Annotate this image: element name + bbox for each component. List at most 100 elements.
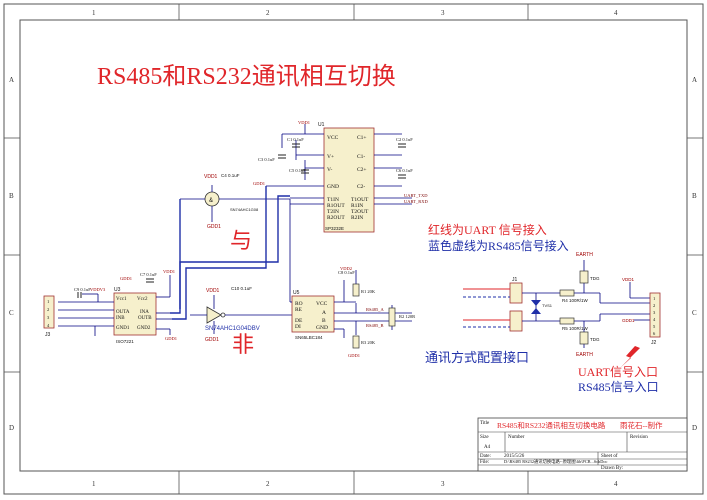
svg-text:4: 4 bbox=[653, 317, 656, 322]
svg-text:1: 1 bbox=[653, 296, 655, 301]
tb-title-label: Title bbox=[480, 421, 490, 426]
u3-type: ISO7221 bbox=[116, 339, 134, 344]
earth-bottom-label: EARTH bbox=[576, 352, 593, 358]
u1-pin-t1in: T1IN bbox=[327, 197, 339, 203]
u5-pin-vcc: VCC bbox=[316, 301, 328, 307]
u5-pin-de: DE bbox=[295, 318, 303, 324]
u1-pin-vcc: VCC bbox=[327, 135, 339, 141]
u3-vdd1-label: VDD1 bbox=[163, 269, 175, 274]
c9-label: C9 0.1uF bbox=[74, 287, 91, 292]
j3-designator: J3 bbox=[45, 332, 51, 338]
r5-label: R5 100R/1W bbox=[562, 326, 589, 331]
tb-size-label: Size bbox=[480, 435, 489, 440]
tb-date-label: Date: bbox=[480, 454, 491, 459]
u5-rs485a-label: RS485_A bbox=[366, 307, 385, 312]
row-label-a: A bbox=[9, 76, 14, 84]
col-label-3: 3 bbox=[441, 9, 445, 17]
outer-frame bbox=[3, 3, 704, 495]
earth-top-label: EARTH bbox=[576, 252, 593, 258]
u5-pin-re: RE bbox=[295, 307, 303, 313]
diagram-title: RS485和RS232通讯相互切换 bbox=[97, 63, 396, 90]
col-label-4: 4 bbox=[614, 9, 618, 17]
u3-pin-gnd1: GND1 bbox=[116, 326, 130, 331]
u1-designator: U1 bbox=[318, 122, 325, 128]
c1-label: C1 0.1uF bbox=[287, 137, 304, 142]
tvs-label: TVS1 bbox=[542, 303, 553, 308]
u1-pin-r2in: R2IN bbox=[351, 215, 363, 221]
u3-iso7221: Vcc1 Vcc2 OUTA INB INA OUTB GND1 GND2 U3… bbox=[113, 287, 157, 344]
u5-pin-ro: RO bbox=[295, 301, 303, 307]
u1-pin-r1in: R1IN bbox=[351, 203, 363, 209]
svg-text:3: 3 bbox=[653, 310, 656, 315]
r1-label: R1 20K bbox=[361, 289, 376, 294]
and-label: 与 bbox=[230, 228, 252, 253]
u3-wiring bbox=[58, 275, 172, 336]
svg-text:5: 5 bbox=[653, 324, 656, 329]
surge-protectors: TDG TDG EARTH EARTH bbox=[576, 252, 600, 358]
row-label-a-right: A bbox=[692, 76, 697, 84]
tvs-diode: TVS1 bbox=[531, 300, 553, 314]
u3-pin-gnd2: GND2 bbox=[137, 326, 151, 331]
r3-label: R3 20K bbox=[361, 340, 376, 345]
blue-line-note: 蓝色虚线为RS485信号接入 bbox=[428, 238, 569, 253]
u3-pin-outa: OUTA bbox=[116, 310, 130, 315]
u5-resistors bbox=[352, 283, 396, 349]
u1-pin-t2in: T2IN bbox=[327, 209, 339, 215]
c7-label: C7 0.1uF bbox=[140, 272, 157, 277]
u3-pin-ina: INA bbox=[140, 310, 149, 315]
svg-text:4: 4 bbox=[47, 323, 50, 328]
u1-pin-t1out: T1OUT bbox=[351, 197, 369, 203]
j2-gdd1-label: GDD1 bbox=[622, 318, 635, 323]
row-label-c: C bbox=[9, 309, 14, 317]
u3-labels: C9 0.1uF C7 0.1uF VDDV3 VDD1 GDD1 GDD1 bbox=[74, 269, 177, 341]
svg-text:3: 3 bbox=[47, 315, 50, 320]
row-label-d-right: D bbox=[692, 424, 697, 432]
zone-labels: 1 2 3 4 1 2 3 4 A B C D A B C D bbox=[9, 9, 697, 488]
u1-sp3232e: VCC V+ V- GND T1IN R1OUT T2IN R2OUT C1+ … bbox=[318, 122, 375, 233]
u5-pin-gnd: GND bbox=[316, 325, 328, 331]
u1-pin-r2out: R2OUT bbox=[327, 215, 345, 221]
u3-designator: U3 bbox=[114, 287, 121, 293]
svg-text:&: & bbox=[209, 198, 213, 204]
row-label-c-right: C bbox=[692, 309, 697, 317]
u2-type: SN74AHC1G08 bbox=[230, 207, 259, 212]
u1-uart-tx-label: UART_TXD bbox=[404, 193, 428, 198]
tb-revision-label: Revision bbox=[630, 435, 648, 440]
r2-label: R2 120R bbox=[399, 314, 415, 319]
u4-type: SN74AHC1G04DBV bbox=[205, 326, 260, 332]
u3-gdd1-bottom: GDD1 bbox=[165, 336, 177, 341]
tdg-bottom-label: TDG bbox=[590, 337, 600, 342]
u1-vdd1-label: VDD1 bbox=[298, 120, 310, 125]
uart-red-lines bbox=[463, 288, 510, 321]
c5-label: C5 0.1uF bbox=[289, 168, 306, 173]
j2-connector: 123 456 J2 GDD1 VDD1 bbox=[622, 277, 661, 346]
svg-text:2: 2 bbox=[653, 303, 655, 308]
u1-pin-c2p: C2+ bbox=[357, 167, 367, 173]
col-label-1-bottom: 1 bbox=[92, 480, 96, 488]
svg-text:6: 6 bbox=[653, 331, 656, 336]
svg-text:1: 1 bbox=[47, 299, 49, 304]
u1-pin-t2out: T2OUT bbox=[351, 209, 369, 215]
inner-frame bbox=[19, 19, 688, 472]
u5-vdd2-label: VDD2 bbox=[340, 266, 352, 271]
u1-type: SP3232E bbox=[325, 226, 344, 231]
tb-size-value: A4 bbox=[484, 445, 491, 450]
u3-pin-vcc1: Vcc1 bbox=[116, 297, 127, 302]
tb-title-value: RS485和RS232通讯相互切换电路 bbox=[497, 420, 606, 430]
c6-label: C6 0.1uF bbox=[396, 168, 413, 173]
u4-inverter: SN74AHC1G04DBV VDD1 GDD1 C10 0.1uF bbox=[190, 286, 292, 343]
tb-sheet-label: Sheet of bbox=[601, 454, 618, 459]
u5-pin-a: A bbox=[322, 310, 326, 316]
tb-author: 雨花石--制作 bbox=[620, 420, 663, 430]
zone-dividers bbox=[4, 4, 703, 494]
u4-gdd1: GDD1 bbox=[205, 337, 219, 343]
u5-pin-b: B bbox=[322, 318, 326, 324]
u4-vdd1: VDD1 bbox=[206, 288, 220, 294]
u1-pin-gnd: GND bbox=[327, 184, 339, 190]
vddv3-label: VDDV3 bbox=[90, 287, 106, 292]
u5-pin-di: DI bbox=[295, 324, 301, 330]
title-block bbox=[477, 417, 688, 472]
u1-pin-c2m: C2- bbox=[357, 184, 365, 190]
col-label-2: 2 bbox=[266, 9, 270, 17]
